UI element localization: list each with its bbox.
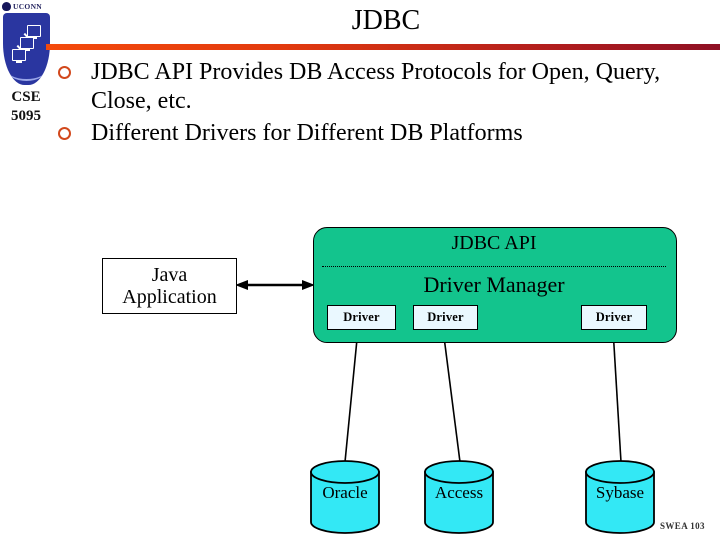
driver-box: Driver (327, 305, 396, 330)
client-to-api-arrow (235, 280, 315, 290)
api-box-divider (322, 266, 666, 267)
database-cylinder-oracle (310, 460, 380, 534)
course-code-line1: CSE (11, 89, 41, 105)
java-application-label: Java Application (122, 264, 216, 309)
java-application-box: Java Application (102, 258, 237, 314)
branding-rail: UCONN CSE 5095 (0, 0, 52, 540)
database-label: Oracle (322, 483, 368, 502)
database-label: Access (434, 483, 484, 502)
list-item-text: Different Drivers for Different DB Platf… (91, 119, 523, 146)
bullet-circle-icon (58, 66, 71, 79)
list-item: JDBC API Provides DB Access Protocols fo… (58, 58, 708, 117)
uconn-shield-network-icon (3, 13, 50, 85)
database-cylinder-sybase (585, 460, 655, 534)
driver-db-connector (612, 328, 622, 463)
driver-db-connector (442, 328, 461, 463)
list-item-text: JDBC API Provides DB Access Protocols fo… (91, 59, 661, 115)
list-item: Different Drivers for Different DB Platf… (58, 119, 708, 148)
jdbc-architecture-diagram: Java Application JDBC API Driver Manager… (0, 210, 720, 540)
uconn-wordmark-text: UCONN (13, 1, 42, 11)
course-code: CSE 5095 (0, 88, 52, 126)
driver-db-connector (344, 328, 359, 463)
diagram-connector-layer (235, 280, 655, 534)
uconn-wordmark: UCONN (2, 1, 52, 12)
husky-logo-icon (2, 2, 11, 11)
java-application-label-line2: Application (122, 286, 217, 308)
driver-box: Driver (581, 305, 647, 330)
network-nodes-group (12, 25, 42, 63)
page-title: JDBC (351, 5, 421, 36)
computer-node-icon (27, 25, 41, 39)
driver-box: Driver (413, 305, 478, 330)
database-cylinder-access (424, 460, 494, 534)
slide-footer-note: SWEA 103 (660, 521, 705, 531)
computer-node-icon (20, 37, 34, 51)
course-code-line2: 5095 (11, 107, 41, 124)
java-application-label-line1: Java (151, 263, 188, 286)
bullet-list: JDBC API Provides DB Access Protocols fo… (58, 58, 708, 150)
title-divider-rule (46, 44, 720, 50)
shield-arc-decoration (7, 59, 46, 81)
database-label: Sybase (595, 483, 645, 502)
bullet-circle-icon (58, 126, 71, 140)
